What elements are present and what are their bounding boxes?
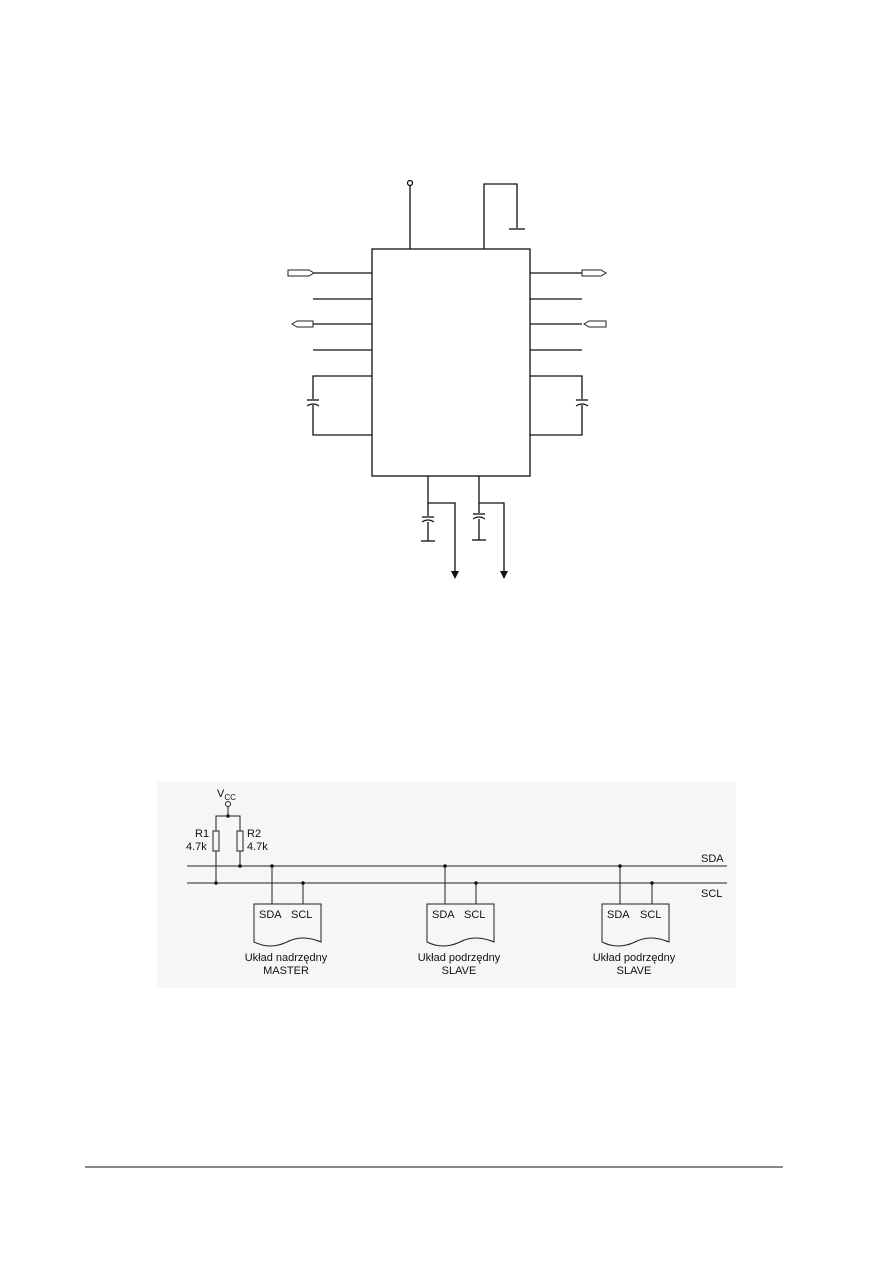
left-capacitor-loop	[312, 375, 372, 399]
r1-name: R1	[195, 828, 209, 840]
master-caption-1: Układ nadrzędny	[245, 952, 328, 964]
bottom-pin-2	[478, 476, 505, 572]
right-capacitor-loop	[530, 375, 583, 399]
master-device: SDA SCL Układ nadrzędny MASTER	[245, 864, 328, 977]
slave-2-caption-2: SLAVE	[617, 965, 652, 977]
slave-device-1: SDA SCL Układ podrzędny SLAVE	[418, 864, 501, 977]
vcc-label: VCC	[217, 788, 236, 802]
ic-schematic	[287, 179, 607, 579]
slave-2-chip-outline	[601, 903, 670, 947]
i2c-bus-diagram: VCC R1 4.7k R2 4.7k SDA SCL SDA SCL	[157, 782, 736, 988]
slave-1-caption-1: Układ podrzędny	[418, 952, 501, 964]
ic-ground-loop	[483, 183, 518, 249]
slave-1-chip-outline	[426, 903, 495, 947]
bottom-arrow-2	[500, 571, 508, 579]
slave-2-pin-scl: SCL	[640, 909, 661, 921]
scl-line-label: SCL	[701, 888, 722, 900]
ic-body	[371, 248, 531, 477]
slave-2-pin-sda: SDA	[607, 909, 630, 921]
bottom-pin-1	[427, 476, 456, 572]
r2-name: R2	[247, 828, 261, 840]
master-pin-scl: SCL	[291, 909, 312, 921]
master-chip-outline	[253, 903, 322, 947]
supply-terminal	[406, 179, 414, 187]
master-caption-2: MASTER	[263, 965, 309, 977]
bottom-arrow-1	[451, 571, 459, 579]
right-input-arrow	[583, 320, 607, 328]
left-output-arrow	[291, 320, 314, 328]
r1-value: 4.7k	[186, 841, 207, 853]
vcc-terminal	[225, 801, 231, 807]
left-input-arrow	[287, 269, 315, 277]
slave-2-caption-1: Układ podrzędny	[593, 952, 676, 964]
right-output-arrow	[581, 269, 607, 277]
slave-1-pin-sda: SDA	[432, 909, 455, 921]
scanned-figure-background	[157, 782, 736, 988]
slave-1-caption-2: SLAVE	[442, 965, 477, 977]
slave-1-pin-scl: SCL	[464, 909, 485, 921]
slave-device-2: SDA SCL Układ podrzędny SLAVE	[593, 864, 676, 977]
r2-value: 4.7k	[247, 841, 268, 853]
sda-line-label: SDA	[701, 853, 724, 865]
master-pin-sda: SDA	[259, 909, 282, 921]
